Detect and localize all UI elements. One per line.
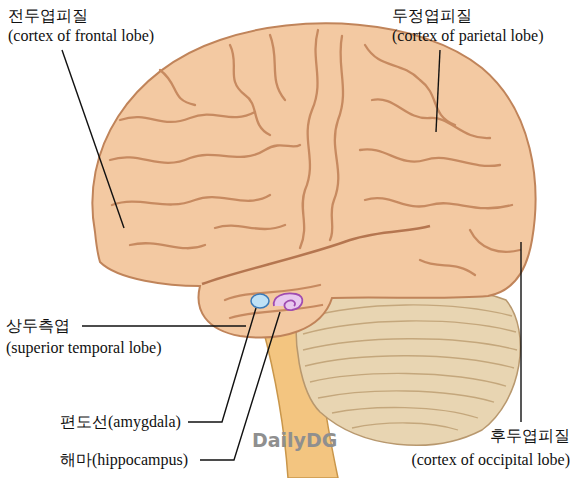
leader-line — [188, 308, 256, 422]
leader-line — [62, 50, 124, 228]
leader-line — [520, 242, 521, 422]
structure-label: 전두엽피질 — [8, 6, 88, 26]
structure-label: 상두측엽 — [6, 316, 70, 336]
cerebellum-folia — [303, 305, 517, 430]
amygdala-shape — [251, 294, 269, 308]
structure-label: (cortex of frontal lobe) — [8, 26, 154, 46]
gyri — [110, 30, 520, 318]
structure-label: (cortex of occipital lobe) — [411, 450, 570, 470]
structure-label: 후두엽피질 — [490, 426, 570, 446]
leader-line — [82, 325, 246, 326]
cerebrum — [92, 23, 535, 337]
structure-label: (superior temporal lobe) — [6, 338, 162, 358]
structure-label: (cortex of parietal lobe) — [392, 26, 543, 46]
cerebellum — [296, 285, 520, 445]
structure-label: 편도선(amygdala) — [60, 412, 181, 432]
lateral-sulcus — [202, 226, 430, 284]
watermark: DailyDG — [252, 430, 337, 450]
structure-label: 두정엽피질 — [392, 6, 472, 26]
hippocampus-shape — [274, 294, 303, 311]
structure-label: 해마(hippocampus) — [60, 450, 188, 470]
leader-line — [436, 50, 440, 132]
leader-lines — [62, 50, 521, 460]
